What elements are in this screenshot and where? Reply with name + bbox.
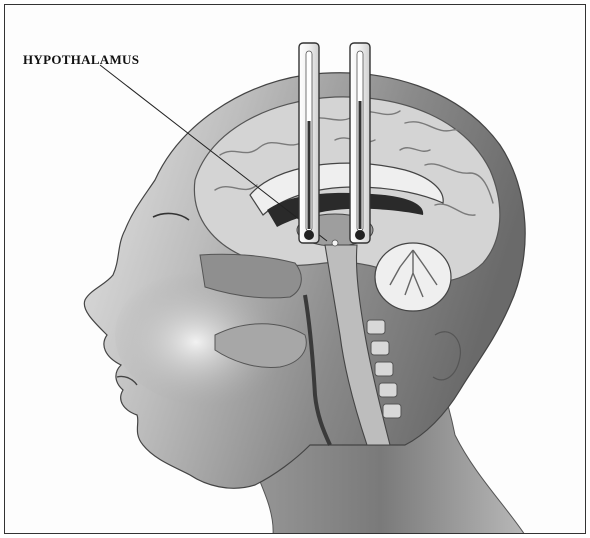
hypothalamus-marker — [332, 240, 338, 246]
illustration-frame: HYPOTHALAMUS — [4, 4, 586, 534]
cerebellum — [375, 243, 451, 311]
head-brain-illustration — [5, 5, 586, 534]
thermometer-left-icon — [299, 43, 319, 243]
hypothalamus-label: HYPOTHALAMUS — [23, 52, 139, 68]
thermometer-right-icon — [350, 43, 370, 243]
